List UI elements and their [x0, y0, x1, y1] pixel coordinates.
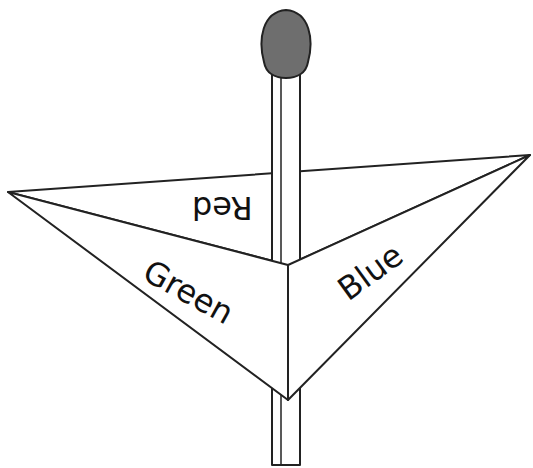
match-stick [272, 60, 300, 266]
left-face [8, 192, 288, 400]
match-head [262, 10, 311, 78]
stick-edge [280, 60, 282, 266]
face-label: Red [192, 192, 253, 224]
stick-edge [280, 385, 282, 465]
right-face [288, 155, 530, 400]
